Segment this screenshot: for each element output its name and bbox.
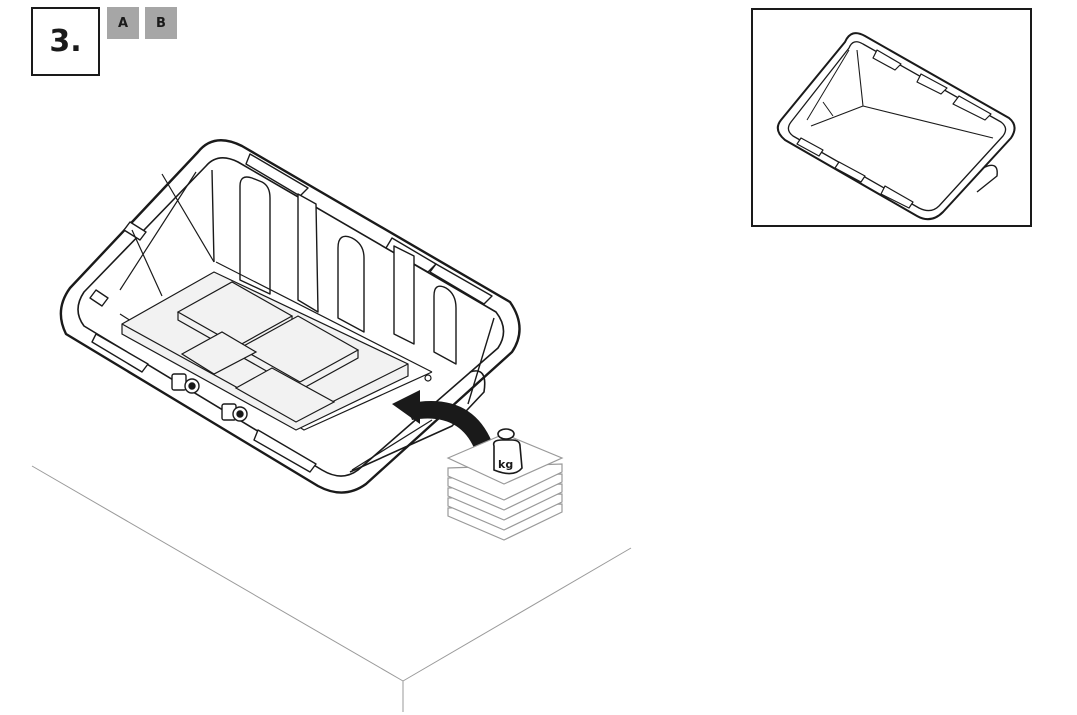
- bolt-icon: [171, 373, 248, 422]
- variant-tag-a-label: A: [117, 15, 129, 31]
- load-arrow-icon: [392, 374, 492, 448]
- step-number: 3.: [49, 24, 82, 59]
- inset-preview-panel: [751, 8, 1032, 227]
- work-surface: [31, 465, 632, 712]
- step-number-box: 3.: [31, 7, 100, 76]
- weight-unit-label: kg: [498, 458, 513, 471]
- weight-plates-stack: [121, 271, 409, 431]
- variant-tag-b: B: [145, 7, 177, 39]
- inset-tray-illustration: [776, 32, 1016, 221]
- variant-tag-b-label: B: [156, 15, 166, 31]
- variant-tag-a: A: [107, 7, 139, 39]
- weight-icon: kg: [492, 428, 523, 475]
